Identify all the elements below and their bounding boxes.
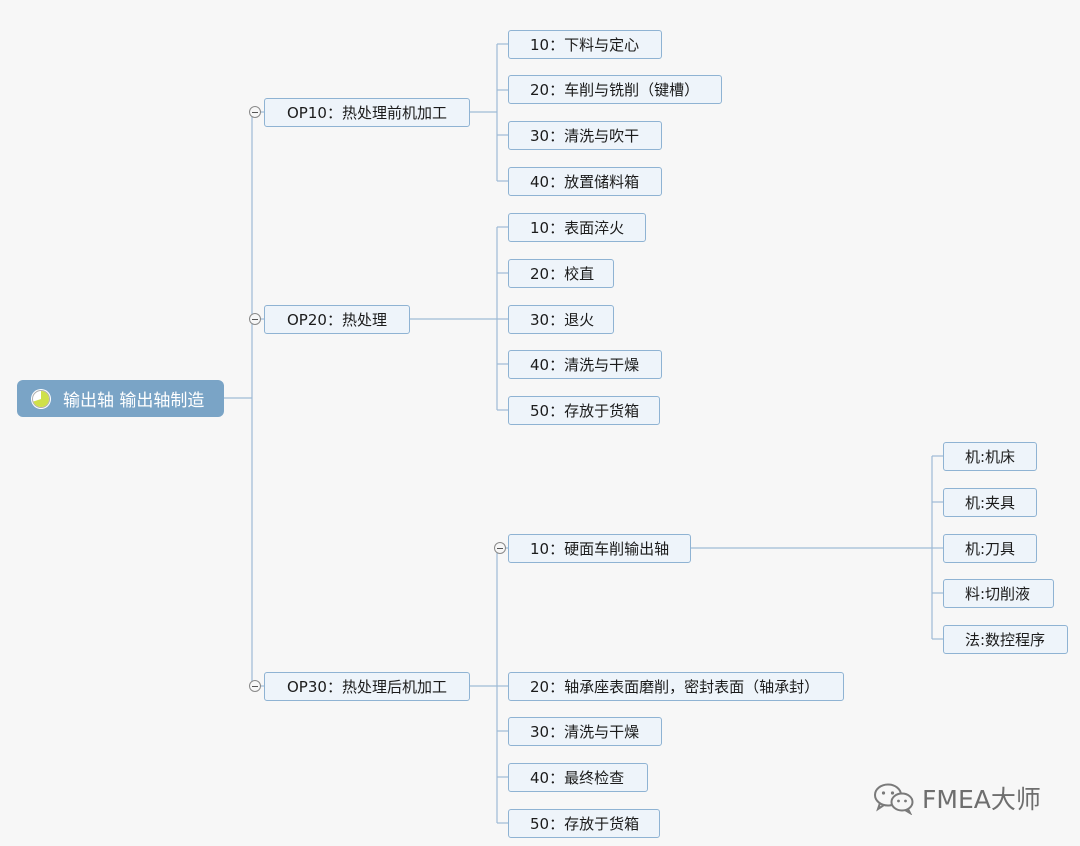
wechat-icon: [874, 783, 914, 815]
collapse-toggle-op30[interactable]: [249, 680, 261, 692]
watermark-text: FMEA大师: [922, 785, 1041, 814]
op30-node[interactable]: OP30：热处理后机加工: [264, 672, 470, 701]
op30-step-node[interactable]: 50：存放于货箱: [508, 809, 660, 838]
op30-step-node[interactable]: 30：清洗与干燥: [508, 717, 662, 746]
op20-step-node[interactable]: 20：校直: [508, 259, 614, 288]
collapse-toggle-op30-step10[interactable]: [494, 542, 506, 554]
factor-node[interactable]: 料:切削液: [943, 579, 1054, 608]
op10-step-node[interactable]: 20：车削与铣削（键槽）: [508, 75, 722, 104]
op10-step-node[interactable]: 30：清洗与吹干: [508, 121, 662, 150]
op30-step-node[interactable]: 40：最终检查: [508, 763, 648, 792]
root-node[interactable]: 输出轴 输出轴制造: [17, 380, 224, 417]
op20-step-node[interactable]: 10：表面淬火: [508, 213, 646, 242]
collapse-toggle-op10[interactable]: [249, 106, 261, 118]
op30-step-node[interactable]: 10：硬面车削输出轴: [508, 534, 691, 563]
factor-node[interactable]: 机:夹具: [943, 488, 1037, 517]
op30-step-node[interactable]: 20：轴承座表面磨削，密封表面（轴承封）: [508, 672, 844, 701]
factor-node[interactable]: 机:刀具: [943, 534, 1037, 563]
op20-step-node[interactable]: 40：清洗与干燥: [508, 350, 662, 379]
op20-node[interactable]: OP20：热处理: [264, 305, 410, 334]
op20-step-node[interactable]: 30：退火: [508, 305, 614, 334]
op20-step-node[interactable]: 50：存放于货箱: [508, 396, 660, 425]
factor-node[interactable]: 机:机床: [943, 442, 1037, 471]
factor-node[interactable]: 法:数控程序: [943, 625, 1068, 654]
op10-node[interactable]: OP10：热处理前机加工: [264, 98, 470, 127]
watermark: FMEA大师: [872, 780, 1041, 816]
root-title: 输出轴 输出轴制造: [63, 391, 205, 411]
progress-pie-icon: [31, 388, 51, 409]
collapse-toggle-op20[interactable]: [249, 313, 261, 325]
op10-step-node[interactable]: 40：放置储料箱: [508, 167, 662, 196]
op10-step-node[interactable]: 10：下料与定心: [508, 30, 662, 59]
